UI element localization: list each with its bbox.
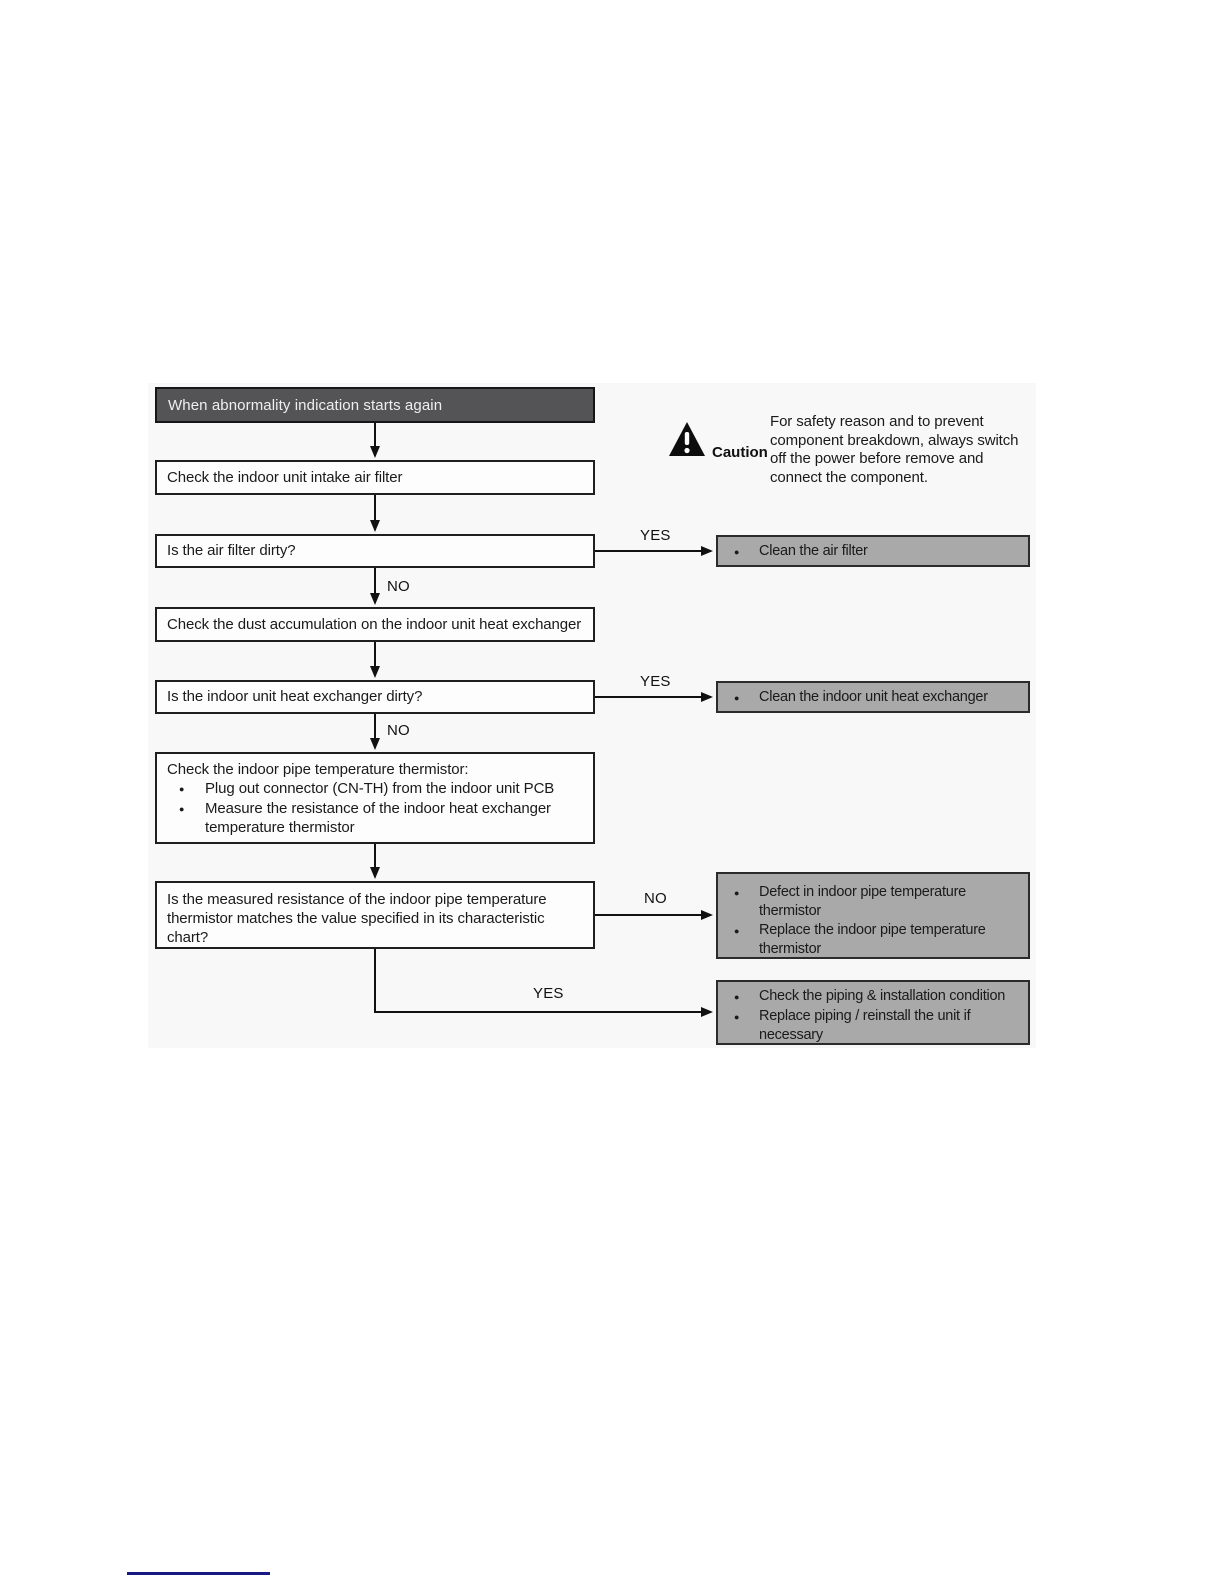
flow-node-hx-dirty: Is the indoor unit heat exchanger dirty?: [155, 680, 595, 714]
footer-rule: [127, 1572, 270, 1575]
flow-node-check-filter-label: Check the indoor unit intake air filter: [167, 468, 403, 486]
list-item: ● Clean the indoor unit heat exchanger: [718, 688, 1024, 708]
flow-node-check-dust-label: Check the dust accumulation on the indoo…: [167, 615, 582, 633]
flow-node-clean-hx: ● Clean the indoor unit heat exchanger: [716, 681, 1030, 713]
flow-node-clean-filter: ● Clean the air filter: [716, 535, 1030, 567]
bullet-icon: ●: [734, 926, 740, 936]
label-yes-hx: YES: [640, 673, 671, 690]
list-item: ● Plug out connector (CN-TH) from the in…: [167, 779, 589, 799]
flow-node-filter-dirty-label: Is the air filter dirty?: [167, 542, 296, 559]
list-item-text: Check the piping & installation conditio…: [759, 988, 1006, 1004]
flow-node-check-thermistor: Check the indoor pipe temperature thermi…: [155, 752, 595, 844]
list-item-text: Replace the indoor pipe temperature ther…: [759, 922, 986, 957]
flow-node-check-filter: Check the indoor unit intake air filter: [155, 460, 595, 495]
bullet-icon: ●: [179, 784, 185, 794]
flow-node-resistance-match-label: Is the measured resistance of the indoor…: [167, 891, 547, 946]
list-item-text: Clean the air filter: [759, 543, 868, 559]
flow-node-hx-dirty-label: Is the indoor unit heat exchanger dirty?: [167, 688, 423, 705]
list-item: ● Check the piping & installation condit…: [718, 987, 1024, 1007]
caution-label: Caution: [712, 444, 768, 461]
list-item: ● Clean the air filter: [718, 542, 1024, 562]
flow-node-check-thermistor-title: Check the indoor pipe temperature thermi…: [167, 761, 469, 778]
bullet-icon: ●: [734, 992, 740, 1002]
list-item-text: Measure the resistance of the indoor hea…: [205, 800, 551, 836]
warning-triangle-icon: [669, 422, 705, 456]
flow-node-piping: ● Check the piping & installation condit…: [716, 980, 1030, 1045]
list-item: ● Measure the resistance of the indoor h…: [167, 799, 589, 837]
list-item-text: Defect in indoor pipe temperature thermi…: [759, 884, 966, 919]
flow-node-thermistor-defect: ● Defect in indoor pipe temperature ther…: [716, 872, 1030, 959]
flow-node-start: When abnormality indication starts again: [155, 387, 595, 423]
label-no-filter: NO: [387, 578, 410, 595]
list-item: ● Replace piping / reinstall the unit if…: [718, 1007, 1024, 1045]
flow-node-resistance-match: Is the measured resistance of the indoor…: [155, 881, 595, 949]
label-yes-filter: YES: [640, 527, 671, 544]
list-item: ● Replace the indoor pipe temperature th…: [718, 921, 1024, 959]
bullet-icon: ●: [179, 804, 185, 814]
bullet-icon: ●: [734, 693, 740, 703]
flow-node-check-dust: Check the dust accumulation on the indoo…: [155, 607, 595, 642]
bullet-icon: ●: [734, 888, 740, 898]
flow-node-start-label: When abnormality indication starts again: [168, 396, 443, 414]
list-item-text: Plug out connector (CN-TH) from the indo…: [205, 780, 555, 797]
bullet-icon: ●: [734, 547, 740, 557]
list-item-text: Clean the indoor unit heat exchanger: [759, 689, 988, 705]
label-no-resistance: NO: [644, 890, 667, 907]
list-item: ● Defect in indoor pipe temperature ther…: [718, 883, 1024, 921]
flow-node-filter-dirty: Is the air filter dirty?: [155, 534, 595, 568]
label-yes-resistance: YES: [533, 985, 564, 1002]
bullet-icon: ●: [734, 1012, 740, 1022]
caution-text: For safety reason and to prevent compone…: [770, 413, 1019, 486]
list-item-text: Replace piping / reinstall the unit if n…: [759, 1008, 971, 1043]
label-no-hx: NO: [387, 722, 410, 739]
